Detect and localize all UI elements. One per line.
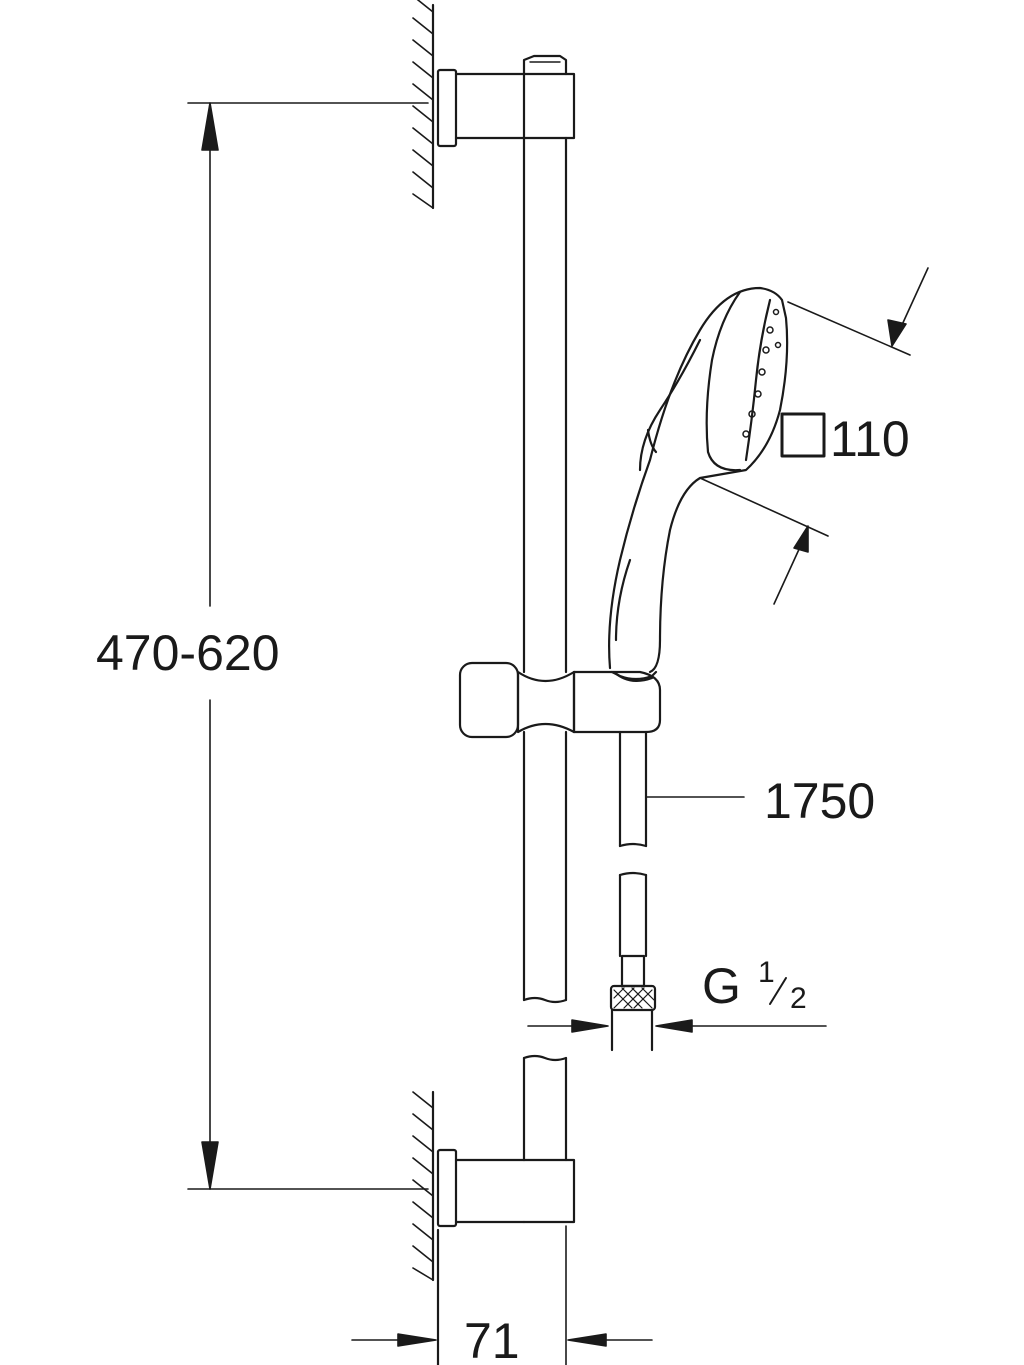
- thread-label-g: G: [702, 958, 741, 1014]
- top-wall: [412, 0, 435, 210]
- head-size-label: 110: [830, 411, 910, 467]
- head-size-dimension: [699, 267, 929, 605]
- thread-dimension: [527, 1019, 827, 1033]
- thread-fraction-slash: [769, 977, 787, 1005]
- bottom-wall-bracket: [436, 1148, 576, 1228]
- shower-hose: [609, 730, 657, 1052]
- hand-shower: [608, 286, 789, 683]
- hose-length-label: 1750: [764, 773, 875, 829]
- wall-distance-dimension: [351, 1225, 653, 1365]
- wall-distance-label: 71: [464, 1313, 520, 1365]
- top-wall-bracket: [436, 54, 576, 148]
- rail-slider: [458, 661, 662, 739]
- shower-rail: [522, 136, 568, 1162]
- thread-label-denominator: 2: [790, 982, 807, 1015]
- bottom-wall: [412, 1090, 440, 1365]
- thread-label-numerator: 1: [758, 956, 775, 989]
- rail-height-label: 470-620: [96, 625, 280, 681]
- height-dimension: [187, 102, 429, 1190]
